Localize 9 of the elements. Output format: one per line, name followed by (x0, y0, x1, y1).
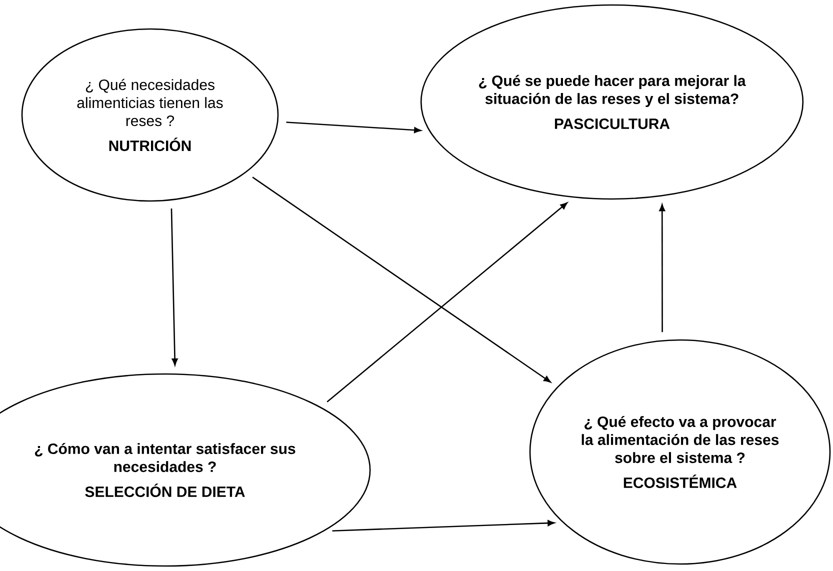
arrow (332, 520, 555, 532)
arrow (170, 208, 178, 366)
ellipse-node: ¿ Qué necesidades alimenticias tienen las reses ? NUTRICIÓN (21, 28, 279, 202)
arrow (286, 122, 422, 134)
arrow (252, 176, 551, 382)
ellipse-node: ¿ Qué se puede hacer para mejorar la situación de las reses y el sistema? PASCICULTURA (420, 4, 804, 200)
arrow (659, 204, 666, 332)
arrow (326, 202, 568, 402)
ellipse-node: ¿ Qué efecto va a provocar la alimentación de las reses sobre el sistema ? ECOSISTÉMICA (529, 339, 831, 565)
